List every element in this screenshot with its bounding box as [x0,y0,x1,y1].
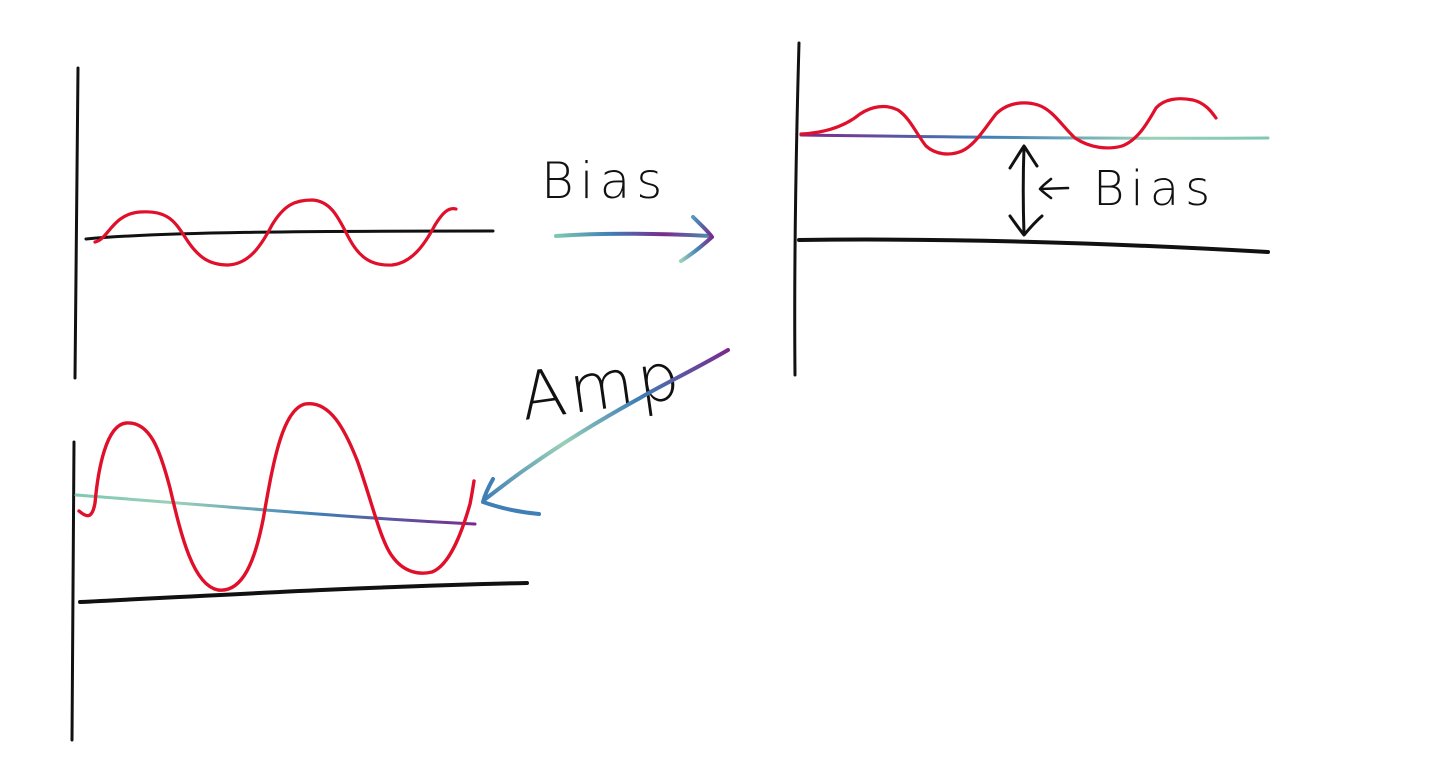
bias-dimension-arrow [1021,145,1026,236]
sine-wave [93,198,458,267]
sine-wave [77,402,476,592]
bias-dimension-label: Bias [1093,161,1216,217]
bias-dimension-arrow-top [1008,144,1039,170]
panel-biased-wave: Bias [793,41,1270,377]
bias-line [74,493,477,526]
y-axis [793,41,801,377]
sine-wave [799,97,1218,156]
amp-arrow-group: Amp [481,337,730,516]
panel-amplified-wave [70,402,529,742]
y-axis [70,440,76,742]
baseline [84,229,495,241]
bias-dimension-arrow-bottom [1008,214,1044,237]
x-axis [78,581,529,604]
bias-line [799,133,1270,140]
bias-arrow-group: Bias [541,152,714,263]
y-axis [73,66,80,380]
bias-arrow [554,231,712,238]
amp-arrow-head [481,477,541,516]
bias-pointer-arrow [1038,177,1070,200]
amp-arrow [482,348,730,502]
bias-arrow-head [679,215,714,263]
bias-arrow-label: Bias [541,152,668,210]
panel-original-wave [73,66,495,380]
x-axis [797,237,1270,254]
